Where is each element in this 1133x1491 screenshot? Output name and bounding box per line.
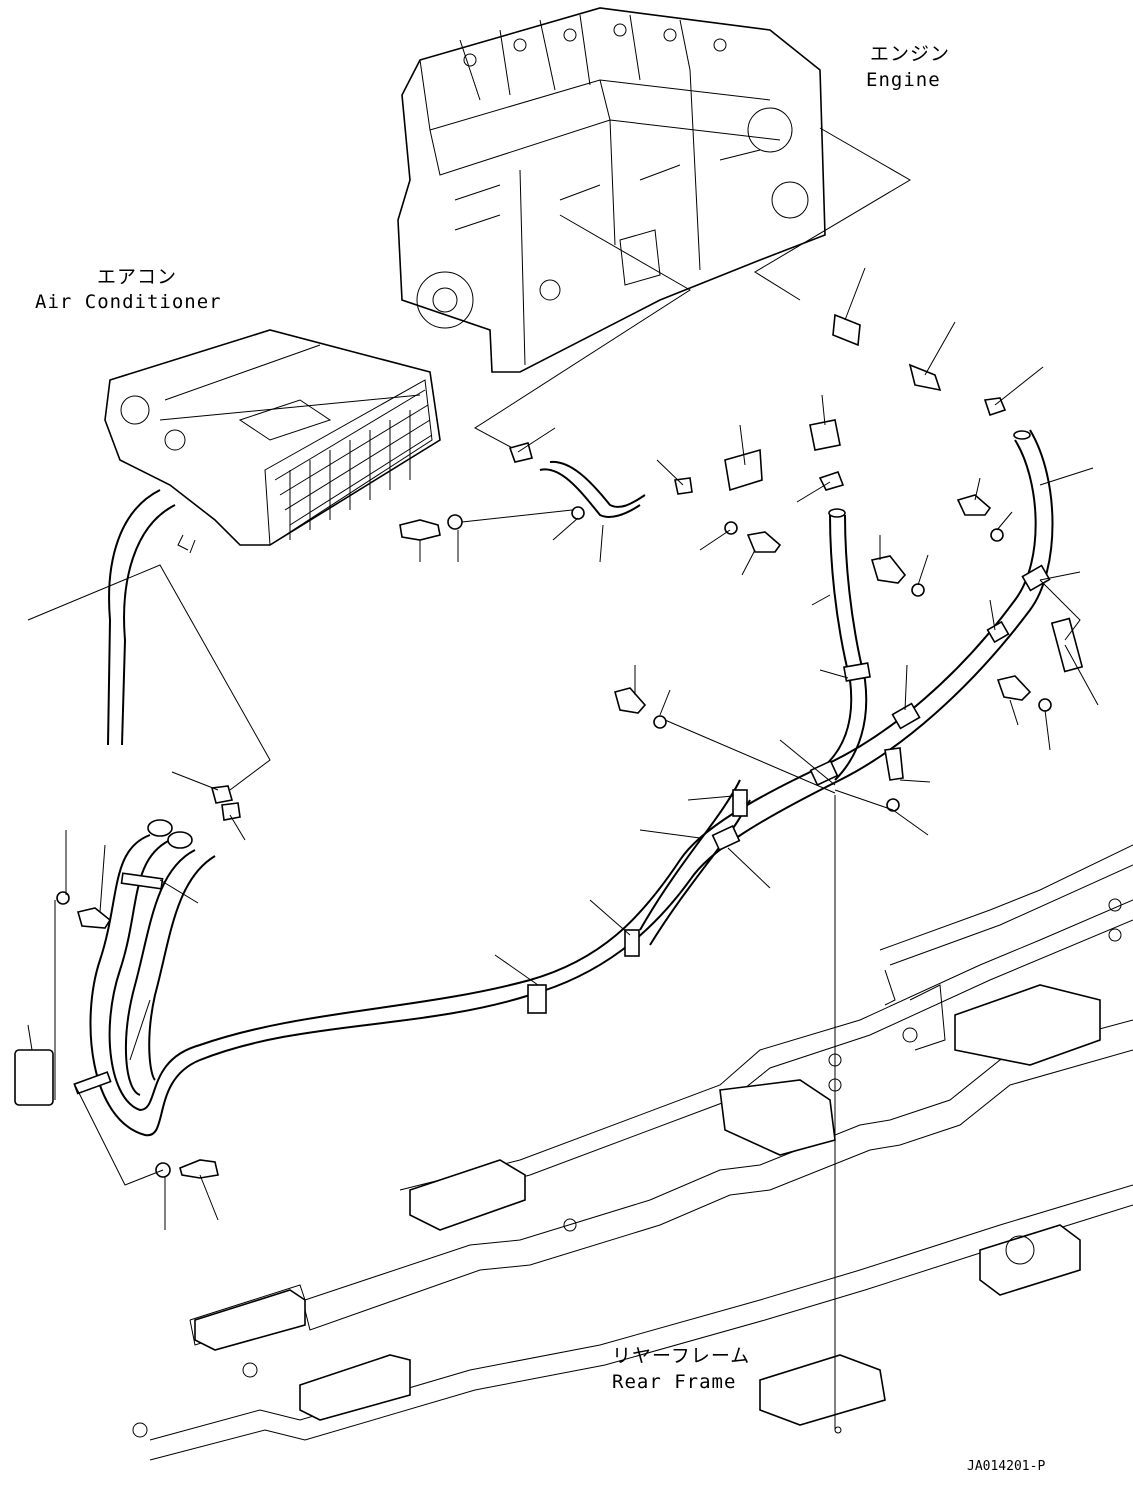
washer bbox=[447, 514, 463, 530]
washer bbox=[990, 528, 1004, 542]
ac-hose-left bbox=[107, 489, 161, 746]
hose-clamps bbox=[14, 564, 1084, 1106]
rear-frame bbox=[132, 844, 1133, 1461]
bolt bbox=[399, 519, 441, 541]
leader-lines bbox=[27, 267, 1099, 1434]
bolt bbox=[77, 907, 112, 929]
nut bbox=[210, 785, 234, 804]
fasteners bbox=[56, 313, 1052, 1179]
valve-fitting bbox=[724, 448, 763, 492]
drawing-code: JA014201-P bbox=[967, 1459, 1045, 1474]
ac-hose-right bbox=[121, 504, 176, 746]
bolt bbox=[884, 747, 904, 781]
ac-hose-fittings bbox=[177, 534, 196, 554]
washer bbox=[653, 715, 667, 729]
bolt bbox=[996, 675, 1032, 701]
engine-leader-line bbox=[754, 127, 911, 301]
ac-leader-line bbox=[27, 564, 271, 791]
frame-label-en: Rear Frame bbox=[612, 1371, 736, 1393]
engine-leader-line-2 bbox=[474, 214, 691, 453]
washer bbox=[56, 891, 70, 905]
nut bbox=[221, 802, 241, 821]
frame-label-jp: リヤーフレーム bbox=[612, 1345, 750, 1367]
connector-fitting bbox=[832, 313, 861, 347]
washer bbox=[1038, 698, 1052, 712]
aircon-label-jp: エアコン bbox=[97, 266, 177, 288]
bypass-hose bbox=[539, 468, 641, 518]
washer bbox=[886, 798, 900, 812]
engine-label-en: Engine bbox=[866, 69, 941, 91]
aircon-label-en: Air Conditioner bbox=[35, 291, 222, 313]
nut bbox=[508, 442, 533, 463]
nipple-fitting bbox=[908, 363, 942, 392]
nut bbox=[983, 397, 1007, 417]
bolt bbox=[870, 555, 907, 584]
air-conditioner-unit bbox=[104, 329, 441, 546]
bolt bbox=[956, 494, 992, 516]
bolt bbox=[614, 687, 647, 714]
nut bbox=[818, 470, 845, 491]
hose-bracket bbox=[14, 1049, 54, 1106]
engine-label-jp: エンジン bbox=[870, 43, 950, 65]
washer bbox=[571, 506, 585, 520]
bolt bbox=[179, 1159, 219, 1179]
washer bbox=[911, 583, 925, 597]
engine-block bbox=[397, 7, 826, 373]
tee-fitting bbox=[809, 419, 841, 451]
bolt bbox=[746, 531, 782, 553]
